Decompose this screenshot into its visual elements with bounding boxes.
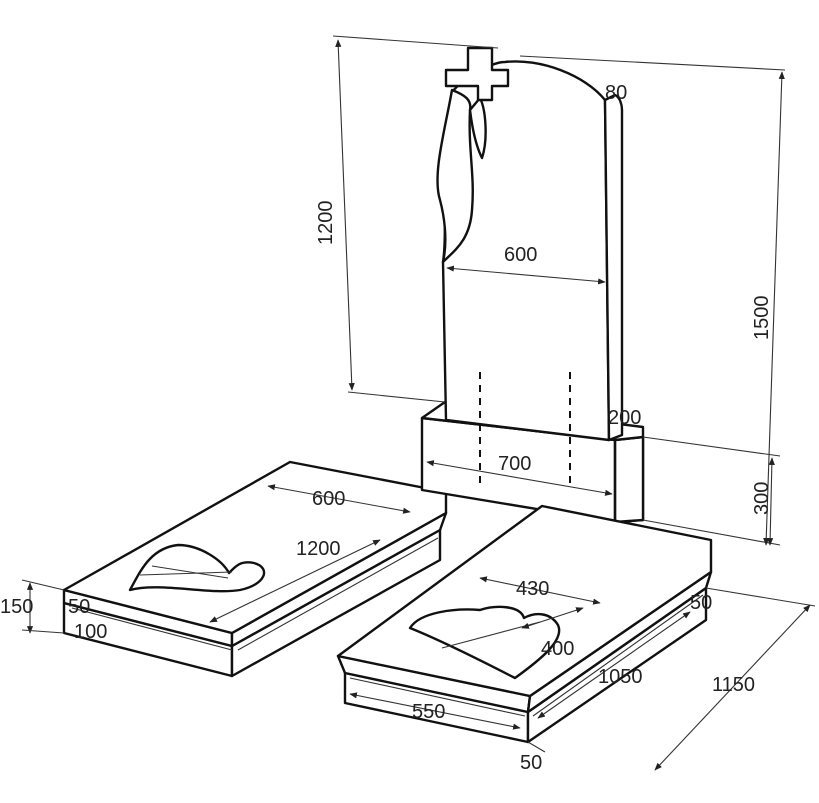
stele [436, 46, 624, 484]
dim-inner-length: 1050 [598, 666, 643, 688]
dim-left-length: 1200 [296, 538, 341, 560]
cross-icon [444, 46, 510, 102]
dim-stele-thickness: 80 [605, 82, 627, 104]
dim-base-height: 300 [751, 482, 773, 515]
dim-left-width: 600 [312, 488, 345, 510]
dim-border-bottom: 50 [520, 752, 542, 774]
dim-base-width: 700 [498, 453, 531, 475]
dim-border-top: 50 [690, 592, 712, 614]
dim-heart-width: 430 [516, 578, 549, 600]
dim-stele-width: 600 [504, 244, 537, 266]
dimension-lines [21, 35, 816, 771]
dim-left-top: 50 [68, 596, 90, 618]
dim-left-lower: 100 [74, 621, 107, 643]
dim-total-height: 1500 [751, 296, 773, 341]
dim-heart-depth: 400 [541, 638, 574, 660]
dim-right-width: 550 [412, 701, 445, 723]
dim-left-total: 150 [0, 596, 33, 618]
dim-base-depth: 200 [608, 407, 641, 429]
dim-outer-length: 1150 [712, 674, 755, 696]
dim-stele-height: 1200 [315, 201, 337, 246]
